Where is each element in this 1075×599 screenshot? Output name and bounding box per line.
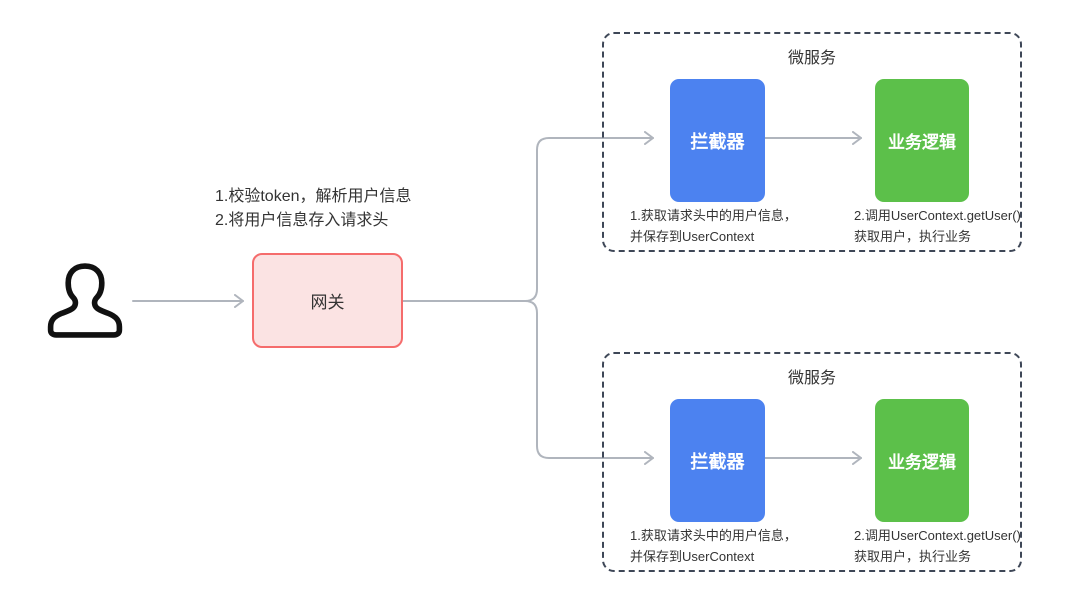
microservice-group-top: 微服务 拦截器 业务逻辑 1.获取请求头中的用户信息， 并保存到UserCont… [602,32,1022,252]
business-logic-label: 业务逻辑 [888,133,956,152]
business-logic-note: 2.调用UserContext.getUser() 获取用户，执行业务 [854,205,1021,247]
interceptor-node: 拦截器 [670,399,765,522]
microservice-group-bottom: 微服务 拦截器 业务逻辑 1.获取请求头中的用户信息， 并保存到UserCont… [602,352,1022,572]
business-note-line1: 2.调用UserContext.getUser() [854,528,1021,543]
gateway-note: 1.校验token，解析用户信息 2.将用户信息存入请求头 [215,185,412,233]
microservice-title: 微服务 [787,370,836,387]
interceptor-label: 拦截器 [690,451,745,472]
microservice-title: 微服务 [787,50,836,67]
interceptor-note-line1: 1.获取请求头中的用户信息， [630,208,797,223]
interceptor-note: 1.获取请求头中的用户信息， 并保存到UserContext [630,525,797,567]
business-note-line1: 2.调用UserContext.getUser() [854,208,1021,223]
arrow-gateway-to-bottom-interceptor [402,300,654,465]
interceptor-note-line1: 1.获取请求头中的用户信息， [630,528,797,543]
interceptor-note-line2: 并保存到UserContext [630,229,755,244]
gateway-node: 网关 [252,253,403,348]
gateway-note-line2: 2.将用户信息存入请求头 [215,212,389,229]
interceptor-note-line2: 并保存到UserContext [630,549,755,564]
business-note-line2: 获取用户，执行业务 [854,549,972,564]
interceptor-node: 拦截器 [670,79,765,202]
business-logic-node: 业务逻辑 [875,399,969,522]
business-logic-label: 业务逻辑 [888,453,956,472]
gateway-label: 网关 [310,293,345,312]
business-logic-node: 业务逻辑 [875,79,969,202]
business-logic-note: 2.调用UserContext.getUser() 获取用户，执行业务 [854,525,1021,567]
arrow-gateway-to-top-interceptor [402,131,654,302]
interceptor-label: 拦截器 [690,131,745,152]
business-note-line2: 获取用户，执行业务 [854,229,972,244]
interceptor-note: 1.获取请求头中的用户信息， 并保存到UserContext [630,205,797,247]
gateway-note-line1: 1.校验token，解析用户信息 [215,188,412,205]
user-icon [47,263,123,338]
